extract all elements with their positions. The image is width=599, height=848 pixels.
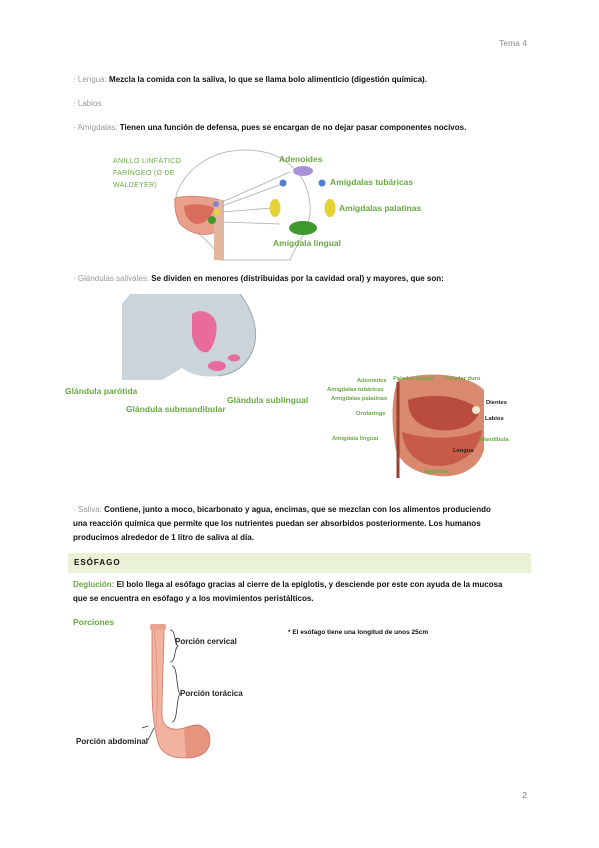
label-amigdalas-palatinas: Amígdalas palatinas	[339, 203, 422, 213]
label-glandula-submandibular: Glándula submandibular	[126, 404, 226, 414]
label-amigdala-lingual: Amígdala lingual	[273, 238, 342, 248]
esophagus-illustration	[141, 624, 211, 759]
saliva-line3: producimos alrededor de 1 litro de saliv…	[73, 533, 254, 542]
tonsils-illustration	[174, 149, 336, 261]
ring-label: ANILLO LINFÁTICO FARÍNGEO (O DE WALDEYER…	[113, 156, 181, 192]
page-header-title: Tema 4	[499, 38, 527, 48]
saliva-label: · Saliva:	[73, 505, 102, 514]
mouth-label-epiglotis: Epiglotis	[424, 469, 449, 475]
glandulas-text: Se dividen en menores (distribuidas por …	[151, 274, 444, 283]
labios-label: · Labios	[73, 99, 102, 108]
mouth-label-adenoides: Adenoides	[357, 378, 387, 384]
ring-label-line3: WALDEYER)	[113, 182, 158, 189]
mouth-label-paladar-duro: Paladar duro	[445, 376, 481, 382]
item-labios: · Labios	[73, 97, 533, 111]
item-deglucion: Deglución: El bolo llega al esófago grac…	[73, 578, 533, 606]
section-title-esofago: ESÓFAGO	[68, 553, 531, 573]
label-porcion-cervical: Porción cervical	[175, 637, 237, 646]
page-number: 2	[522, 790, 527, 800]
lengua-label: · Lengua:	[73, 75, 107, 84]
mouth-label-paladar-blando: Paladar blando	[393, 376, 435, 382]
amigdalas-label: · Amígdalas:	[73, 123, 118, 132]
mouth-label-lingual: Amígdala lingual	[332, 436, 379, 442]
item-amigdalas: · Amígdalas: Tienen una función de defen…	[73, 121, 533, 135]
lengua-text: Mezcla la comida con la saliva, lo que s…	[109, 75, 427, 84]
item-saliva: · Saliva: Contiene, junto a moco, bicarb…	[73, 503, 533, 545]
porciones-label: Porciones	[73, 617, 115, 627]
mouth-label-orofaringe: Orofaringe	[356, 411, 386, 417]
salivary-glands-illustration	[122, 294, 257, 380]
mouth-label-dientes: Dientes	[486, 400, 507, 406]
deglucion-line2: que se encuentra en esófago y a los movi…	[73, 594, 314, 603]
mouth-label-lengua: Lengua	[453, 448, 474, 454]
mouth-label-mandibula: Mandíbula	[480, 437, 509, 443]
saliva-line2: una reacción química que permite que los…	[73, 519, 481, 528]
label-porcion-toracica: Porción torácica	[180, 689, 243, 698]
label-porcion-abdominal: Porción abdominal	[76, 737, 149, 746]
glandulas-label: · Glándulas salivales:	[73, 274, 150, 283]
label-amigdalas-tubaricas: Amígdalas tubáricas	[330, 177, 414, 187]
ring-label-line1: ANILLO LINFÁTICO	[113, 158, 182, 165]
label-glandula-parotida: Glándula parótida	[65, 386, 138, 396]
esofago-note: * El esófago tiene una longitud de unos …	[288, 629, 429, 636]
item-glandulas: · Glándulas salivales: Se dividen en men…	[73, 272, 533, 286]
label-adenoides: Adenoides	[279, 154, 323, 164]
label-glandula-sublingual: Glándula sublingual	[227, 395, 309, 405]
amigdalas-text: Tienen una función de defensa, pues se e…	[119, 123, 467, 132]
deglucion-label: Deglución:	[73, 580, 115, 589]
item-lengua: · Lengua: Mezcla la comida con la saliva…	[73, 73, 533, 87]
deglucion-line1: El bolo llega al esófago gracias al cier…	[116, 580, 503, 589]
mouth-label-palatinas: Amígdalas palatinas	[331, 396, 388, 402]
mouth-label-tubaricas: Amígdalas tubáricas	[327, 387, 384, 393]
saliva-line1: Contiene, junto a moco, bicarbonato y ag…	[104, 505, 491, 514]
mouth-section-illustration	[392, 374, 484, 478]
mouth-label-labios: Labios	[485, 416, 504, 422]
ring-label-line2: FARÍNGEO (O DE	[113, 170, 175, 177]
